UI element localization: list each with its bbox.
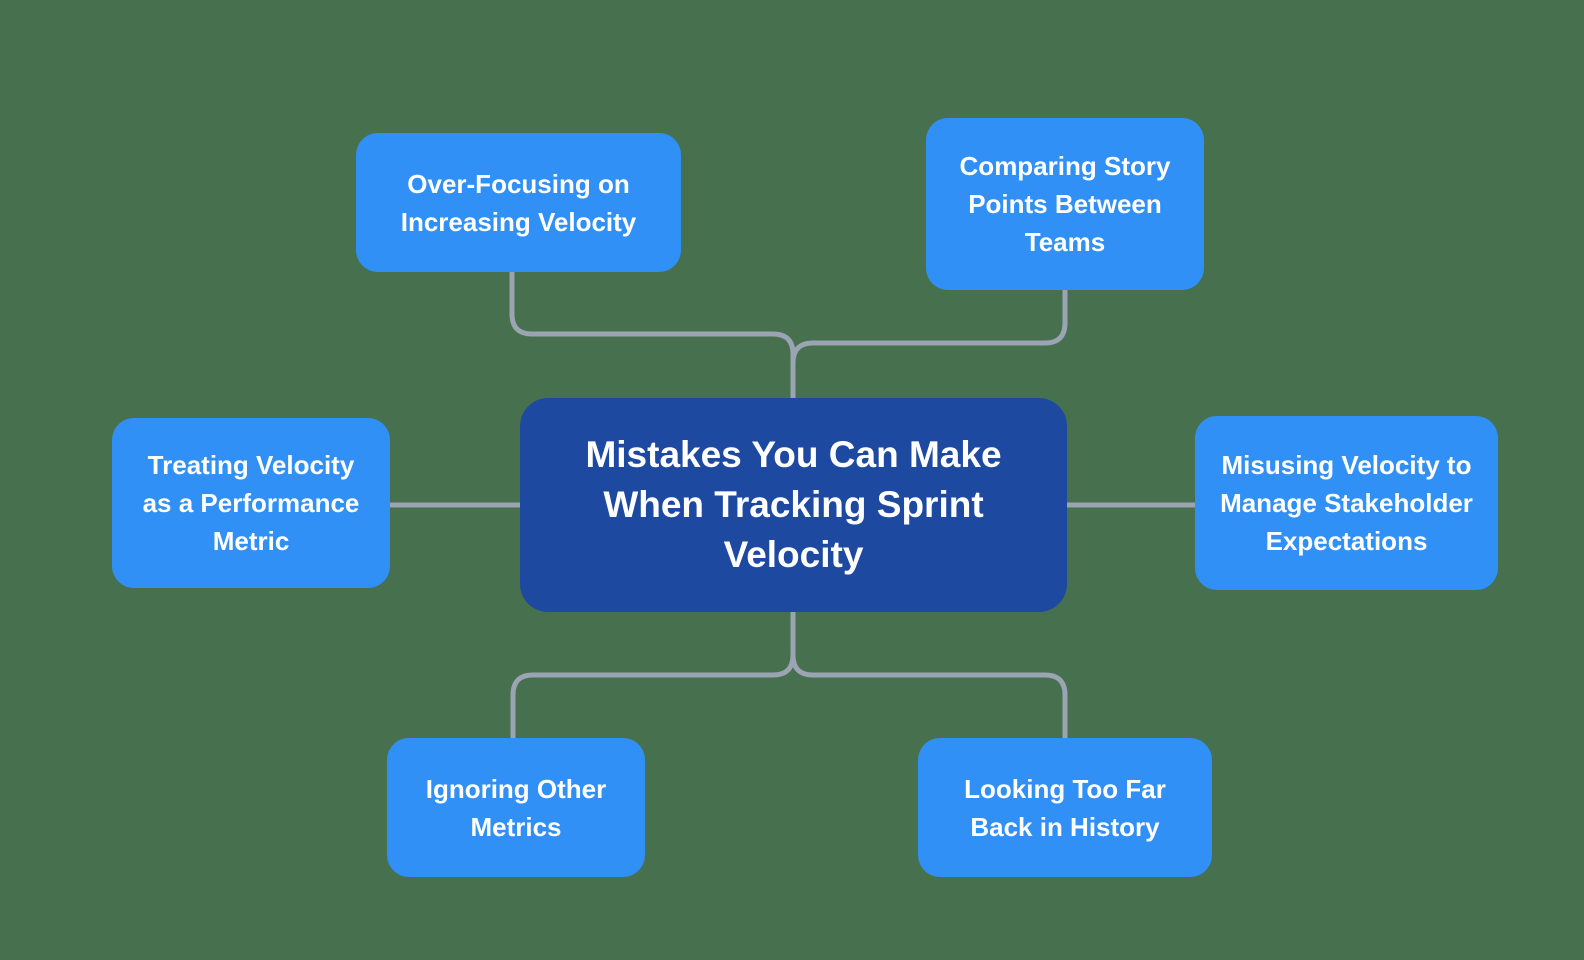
node-treating-velocity-as-a-performance-metric[interactable]: Treating Velocity as a Performance Metri… (112, 418, 390, 588)
connector-top-right (790, 290, 1068, 398)
node-label-line: Over-Focusing on (407, 168, 630, 199)
node-label-line: Ignoring Other (425, 773, 607, 804)
connector-bottom-right (790, 612, 1068, 738)
connector-top-left (509, 272, 796, 398)
node-label-line: Looking Too Far (964, 773, 1166, 804)
node-label: Treating Velocity as a Performance Metri… (143, 446, 360, 560)
node-label-line: Points Between (968, 189, 1162, 219)
node-label-line: Mistakes You Can Make (585, 434, 1002, 475)
node-label: Ignoring Other Metrics (426, 770, 607, 846)
node-label: Looking Too Far Back in History (964, 770, 1166, 846)
node-label-line: Misusing Velocity to (1221, 450, 1472, 480)
node-label-line: When Tracking Sprint (603, 484, 984, 525)
node-label-line: Velocity (723, 534, 864, 575)
node-label-line: Expectations (1265, 526, 1428, 556)
node-label-line: Metrics (470, 811, 562, 842)
node-label: Over-Focusing on Increasing Velocity (401, 165, 637, 241)
node-over-focusing-on-increasing-velocity[interactable]: Over-Focusing on Increasing Velocity (356, 133, 681, 272)
node-label-line: Metric (212, 526, 290, 556)
central-topic-node[interactable]: Mistakes You Can Make When Tracking Spri… (520, 398, 1067, 612)
node-label-line: as a Performance (142, 488, 360, 518)
node-ignoring-other-metrics[interactable]: Ignoring Other Metrics (387, 738, 645, 877)
node-label-line: Comparing Story (959, 151, 1171, 181)
connector-bottom-left (510, 612, 796, 738)
central-topic-label: Mistakes You Can Make When Tracking Spri… (585, 430, 1001, 580)
node-misusing-velocity-to-manage-stakeholder-expectations[interactable]: Misusing Velocity to Manage Stakeholder … (1195, 416, 1498, 590)
node-label-line: Back in History (970, 811, 1160, 842)
node-label-line: Treating Velocity (147, 450, 355, 480)
node-looking-too-far-back-in-history[interactable]: Looking Too Far Back in History (918, 738, 1212, 877)
node-label: Comparing Story Points Between Teams (960, 147, 1171, 261)
node-label-line: Manage Stakeholder (1220, 488, 1473, 518)
node-comparing-story-points-between-teams[interactable]: Comparing Story Points Between Teams (926, 118, 1204, 290)
node-label-line: Increasing Velocity (400, 206, 637, 237)
node-label: Misusing Velocity to Manage Stakeholder … (1220, 446, 1473, 560)
node-label-line: Teams (1024, 227, 1106, 257)
